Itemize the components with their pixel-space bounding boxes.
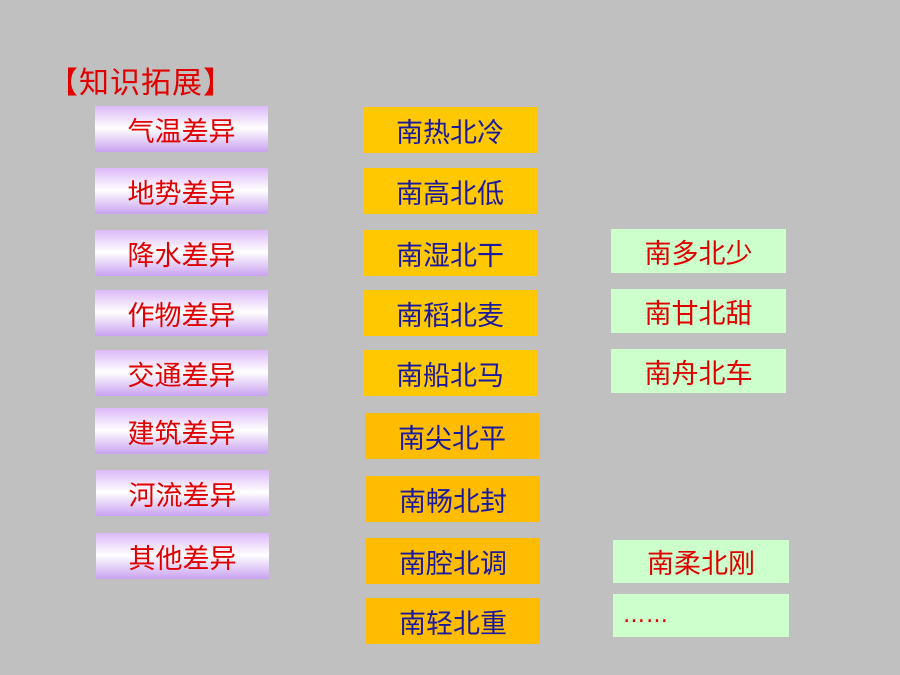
extra-box: 南舟北车 bbox=[611, 349, 786, 393]
category-box: 其他差异 bbox=[96, 533, 269, 579]
south-north-box: 南轻北重 bbox=[366, 598, 540, 644]
extra-box: 南柔北刚 bbox=[613, 540, 789, 583]
category-box: 建筑差异 bbox=[95, 408, 268, 454]
category-box: 地势差异 bbox=[95, 168, 268, 214]
south-north-box: 南热北冷 bbox=[363, 107, 537, 153]
south-north-box: 南船北马 bbox=[363, 350, 537, 396]
south-north-box: 南高北低 bbox=[363, 168, 537, 214]
category-box: 河流差异 bbox=[96, 470, 269, 516]
category-box: 交通差异 bbox=[95, 350, 268, 396]
extra-box: 南多北少 bbox=[611, 229, 786, 273]
south-north-box: 南湿北干 bbox=[363, 230, 537, 276]
category-box: 气温差异 bbox=[95, 106, 268, 152]
category-box: 作物差异 bbox=[95, 290, 268, 336]
south-north-box: 南畅北封 bbox=[366, 476, 540, 522]
extra-box: 南甘北甜 bbox=[611, 289, 786, 333]
south-north-box: 南稻北麦 bbox=[363, 290, 537, 336]
ellipsis-box: …… bbox=[613, 594, 789, 637]
page-title: 【知识拓展】 bbox=[48, 66, 234, 101]
south-north-box: 南尖北平 bbox=[365, 413, 539, 459]
south-north-box: 南腔北调 bbox=[366, 538, 540, 584]
category-box: 降水差异 bbox=[95, 230, 268, 276]
